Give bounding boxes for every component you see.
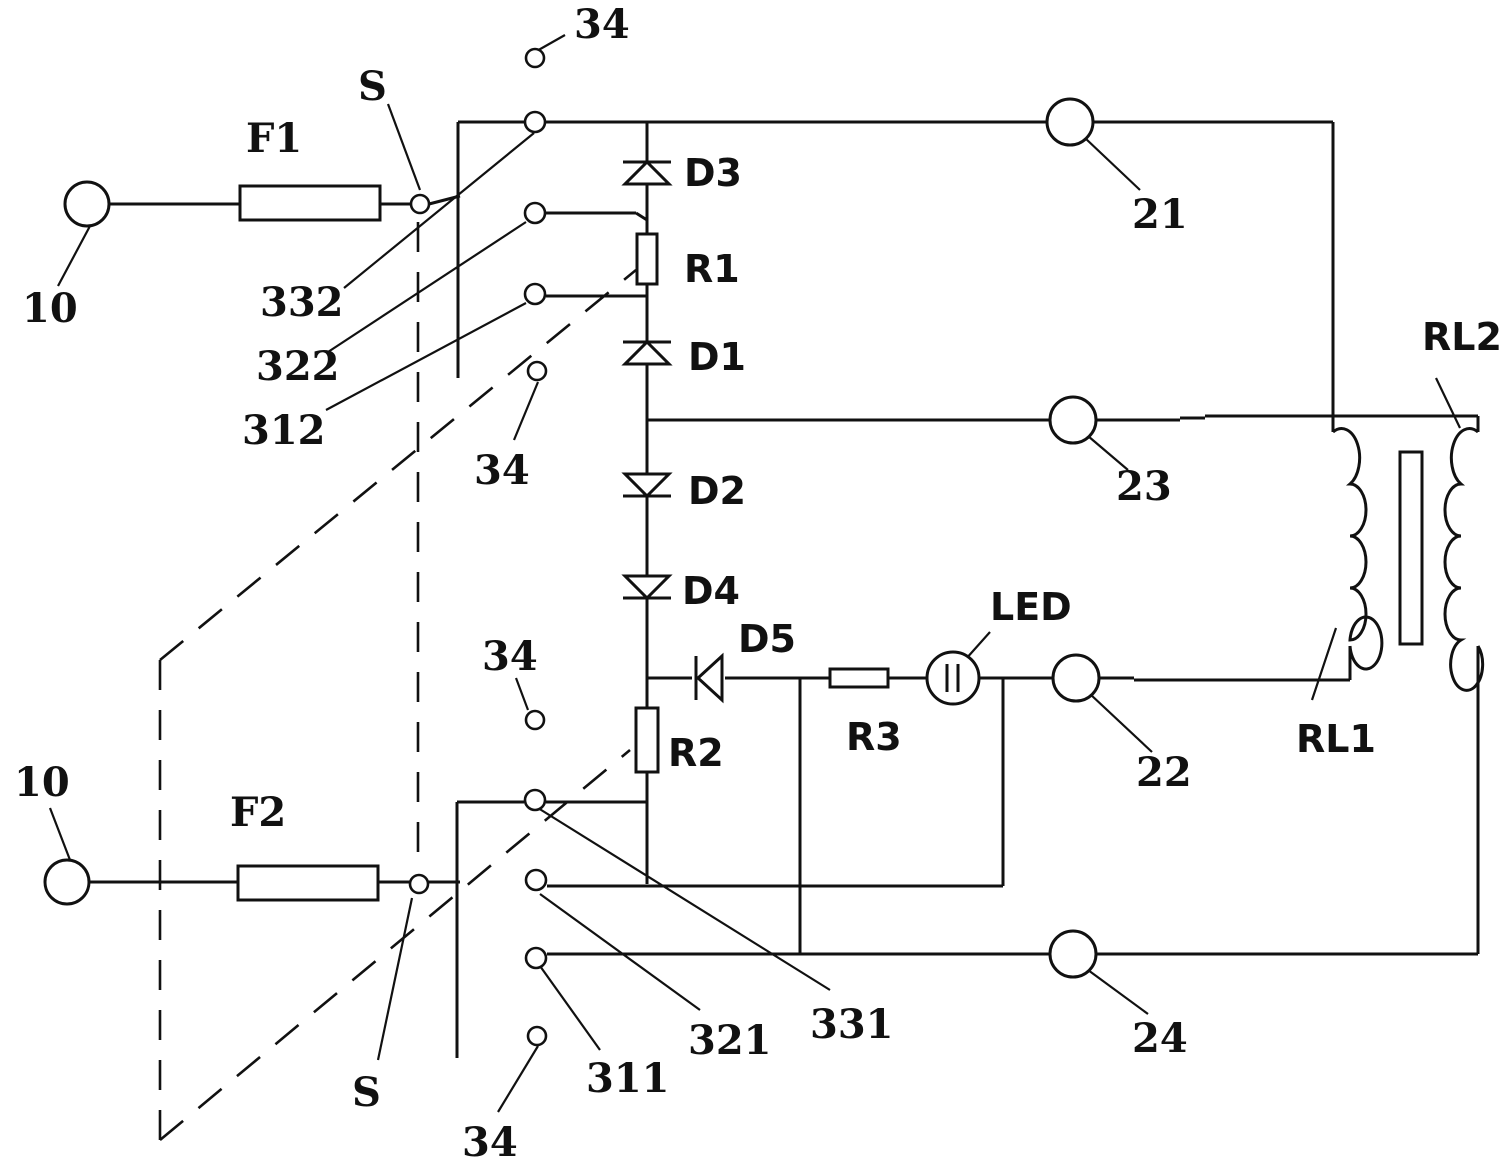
label-s-top: S bbox=[358, 63, 387, 110]
contact-312[interactable] bbox=[525, 284, 545, 304]
resistor-r3 bbox=[830, 669, 888, 687]
terminal-21[interactable] bbox=[1047, 99, 1093, 145]
label-23: 23 bbox=[1116, 463, 1172, 510]
label-f2: F2 bbox=[230, 789, 286, 836]
label-s-bottom: S bbox=[352, 1069, 381, 1116]
label-34-bottom: 34 bbox=[462, 1119, 518, 1166]
contact-34-top[interactable] bbox=[526, 49, 544, 67]
label-10-bottom: 10 bbox=[14, 759, 70, 806]
label-331: 331 bbox=[810, 1001, 894, 1048]
label-24: 24 bbox=[1132, 1015, 1188, 1062]
terminal-24[interactable] bbox=[1050, 931, 1096, 977]
relay-coil-rl1 bbox=[1333, 429, 1382, 669]
relay-core bbox=[1400, 452, 1422, 644]
resistor-r1 bbox=[637, 234, 657, 284]
contact-34-mid[interactable] bbox=[528, 362, 546, 380]
label-322: 322 bbox=[256, 343, 340, 390]
labels: F1 F2 S S 10 10 21 23 22 24 34 34 34 34 … bbox=[14, 1, 1502, 1166]
terminal-23[interactable] bbox=[1050, 397, 1096, 443]
label-f1: F1 bbox=[246, 115, 302, 162]
switch-pivot-bottom[interactable] bbox=[410, 875, 428, 893]
label-34-low: 34 bbox=[482, 633, 538, 680]
label-r3: R3 bbox=[846, 715, 902, 759]
label-d1: D1 bbox=[688, 335, 746, 379]
contact-331[interactable] bbox=[525, 790, 545, 810]
label-10-top: 10 bbox=[22, 285, 78, 332]
label-rl2: RL2 bbox=[1422, 315, 1502, 359]
led bbox=[927, 652, 979, 704]
contact-321[interactable] bbox=[526, 870, 546, 890]
diode-d4 bbox=[623, 576, 671, 598]
contact-311[interactable] bbox=[526, 948, 546, 968]
label-d4: D4 bbox=[682, 569, 740, 613]
label-led: LED bbox=[990, 585, 1072, 629]
contact-34-low[interactable] bbox=[526, 711, 544, 729]
label-311: 311 bbox=[586, 1055, 670, 1102]
switch-pivot-top[interactable] bbox=[411, 195, 429, 213]
resistor-r2 bbox=[636, 708, 658, 772]
label-r2: R2 bbox=[668, 731, 724, 775]
label-r1: R1 bbox=[684, 247, 740, 291]
terminal-10-bottom[interactable] bbox=[45, 860, 89, 904]
label-d3: D3 bbox=[684, 151, 742, 195]
contact-34-bottom[interactable] bbox=[528, 1027, 546, 1045]
fuse-f2 bbox=[238, 866, 378, 900]
fuse-f1 bbox=[240, 186, 380, 220]
diode-d3 bbox=[623, 162, 671, 184]
label-d5: D5 bbox=[738, 617, 796, 661]
label-321: 321 bbox=[688, 1017, 772, 1064]
terminal-10-top[interactable] bbox=[65, 182, 109, 226]
diode-d2 bbox=[623, 474, 671, 496]
contact-322[interactable] bbox=[525, 203, 545, 223]
diode-d1 bbox=[623, 342, 671, 364]
label-34-mid: 34 bbox=[474, 447, 530, 494]
label-rl1: RL1 bbox=[1296, 717, 1376, 761]
label-21: 21 bbox=[1132, 191, 1188, 238]
label-22: 22 bbox=[1136, 749, 1192, 796]
label-312: 312 bbox=[242, 407, 326, 454]
label-d2: D2 bbox=[688, 469, 746, 513]
terminal-22[interactable] bbox=[1053, 655, 1099, 701]
diode-d5 bbox=[696, 656, 722, 700]
wires bbox=[90, 122, 1478, 1058]
contact-332[interactable] bbox=[525, 112, 545, 132]
label-34-top: 34 bbox=[574, 1, 630, 48]
label-332: 332 bbox=[260, 279, 344, 326]
